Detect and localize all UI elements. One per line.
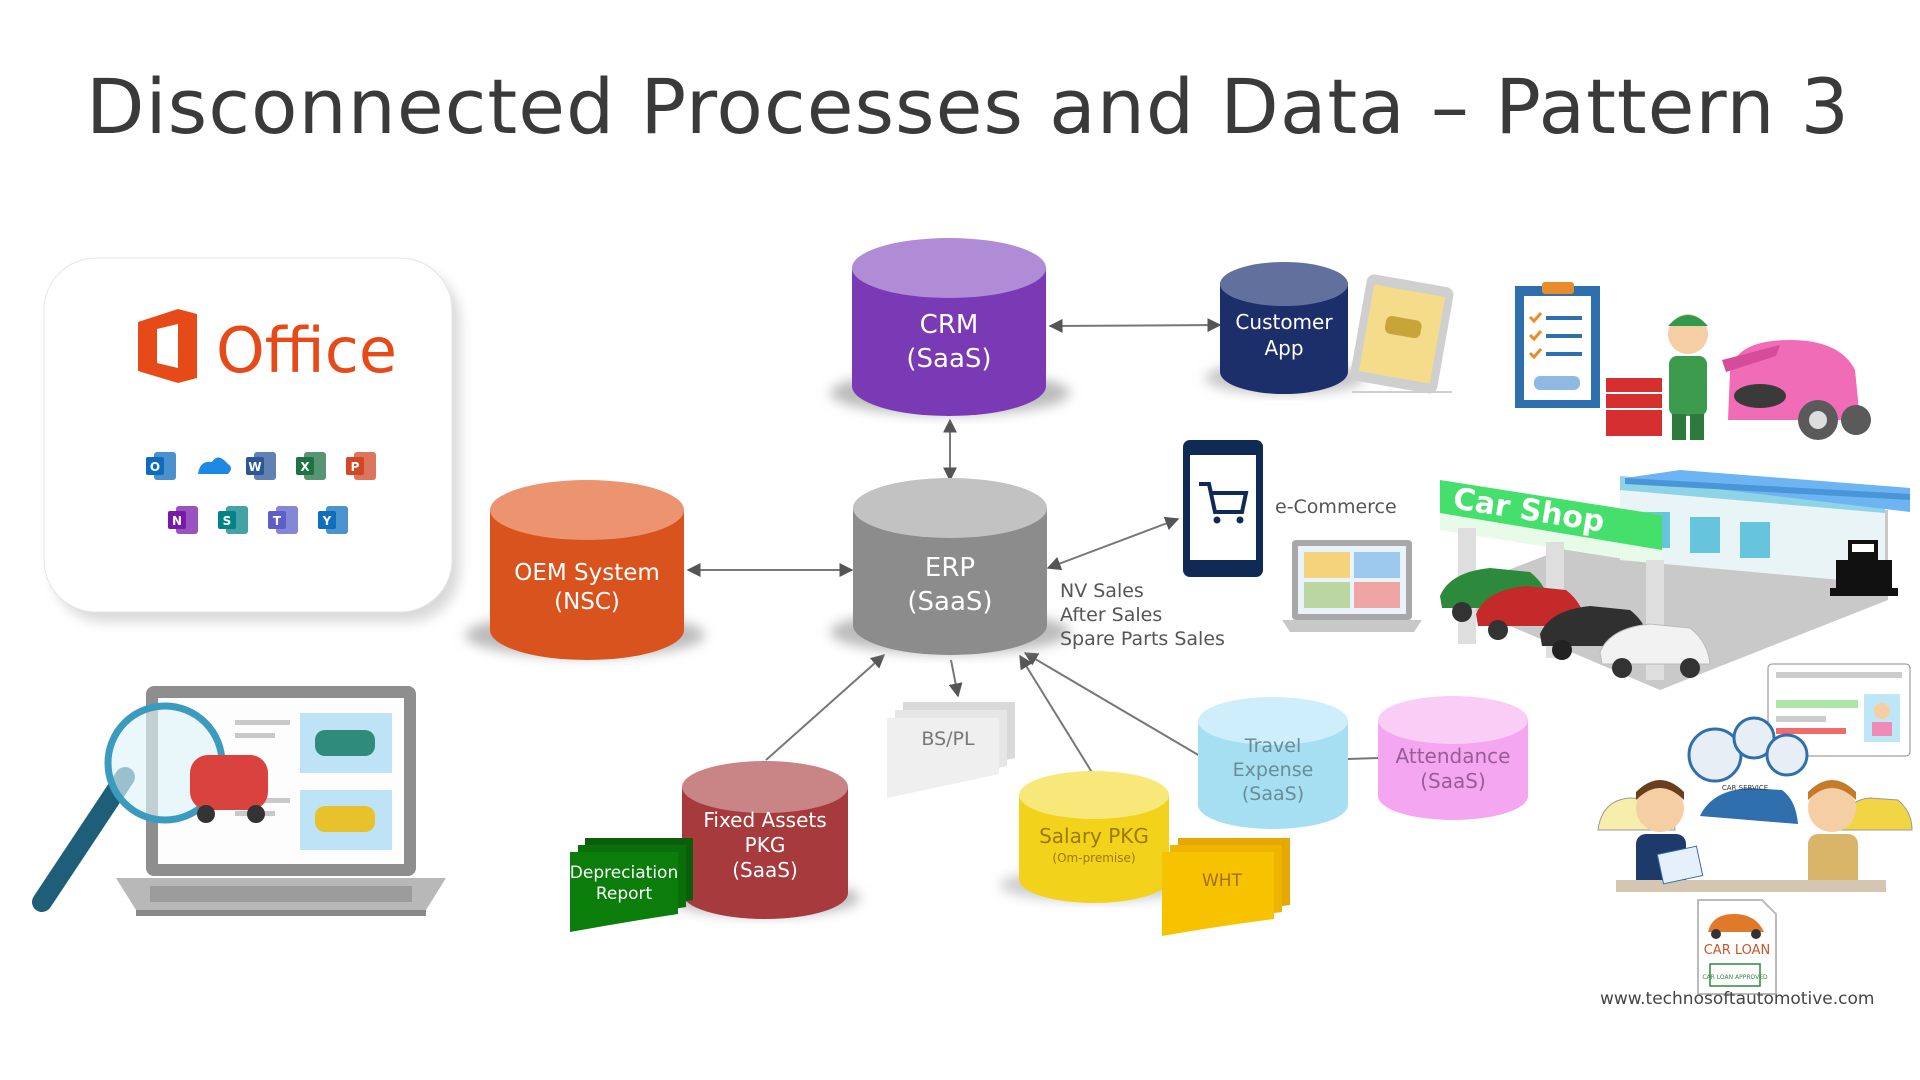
- magnifier-icon: [32, 702, 268, 912]
- travel-label: Travel: [1244, 735, 1301, 757]
- salary-cylinder: [1019, 795, 1169, 903]
- oem-sublabel: (NSC): [554, 589, 620, 615]
- customer-app-label: Customer: [1235, 310, 1333, 334]
- office-app-icons: O W X P N S T Y: [146, 452, 376, 534]
- salary-erp-connector: [1019, 654, 1094, 775]
- erp-bspl-connector: [948, 659, 963, 698]
- car-loan-document-icon: CAR LOAN CAR LOAN APPROVED: [1697, 899, 1777, 995]
- teams-icon: T: [268, 506, 298, 534]
- car-loan-label: CAR LOAN: [1704, 943, 1771, 958]
- after-sales-label: After Sales: [1060, 604, 1162, 626]
- sharepoint-icon-letter: S: [223, 514, 232, 528]
- office-card: Office O W X P N S T Y: [43, 257, 460, 622]
- erp-cylinder: [853, 508, 1047, 655]
- oem-node: OEM System (NSC): [465, 480, 705, 660]
- fixed-assets-node: Fixed Assets PKG (SaaS): [670, 761, 860, 919]
- onenote-icon: N: [168, 506, 198, 534]
- crm-customer-app-connector: [1048, 318, 1222, 333]
- depreciation-report-document: Depreciation Report: [570, 838, 693, 932]
- powerpoint-icon: P: [346, 452, 376, 480]
- license-card-illustration: [1767, 663, 1911, 757]
- parked-cars-icon: [1440, 568, 1711, 678]
- onenote-icon-letter: N: [172, 514, 182, 528]
- page-title: Disconnected Processes and Data – Patter…: [86, 62, 1851, 151]
- travel-cylinder: [1198, 721, 1348, 829]
- wht-label: WHT: [1202, 871, 1243, 891]
- yammer-icon: Y: [318, 506, 348, 534]
- bspl-document: BS/PL: [887, 702, 1015, 798]
- ecommerce-laptop-illustration: [1282, 540, 1422, 632]
- word-icon-letter: W: [248, 460, 261, 474]
- crm-sublabel: (SaaS): [906, 344, 991, 374]
- travel-erp-connector: [1023, 652, 1201, 757]
- crm-node: CRM (SaaS): [830, 238, 1070, 416]
- bspl-label: BS/PL: [921, 728, 975, 750]
- yammer-icon-letter: Y: [322, 514, 332, 528]
- dealer-customer-illustration: CAR SERVICE CAR LOAN CAR LOAN APPROVED: [1597, 716, 1913, 995]
- erp-ecommerce-connector: [1046, 516, 1180, 571]
- service-illustration: [1515, 282, 1871, 440]
- fixed-assets-label-2: PKG: [745, 833, 786, 857]
- fixed-assets-sublabel: (SaaS): [732, 858, 798, 882]
- nv-sales-label: NV Sales: [1060, 580, 1144, 602]
- powerpoint-icon-letter: P: [351, 460, 360, 474]
- pink-car-icon: [1722, 340, 1871, 440]
- onedrive-icon: [198, 457, 231, 474]
- ecommerce-label: e-Commerce: [1275, 496, 1397, 518]
- office-logo-icon: [138, 309, 197, 383]
- oem-cylinder: [490, 510, 684, 660]
- outlook-icon-letter: O: [150, 460, 160, 474]
- excel-icon: X: [296, 452, 326, 480]
- teams-icon-letter: T: [273, 514, 282, 528]
- depreciation-label-2: Report: [596, 884, 653, 904]
- tablet-illustration: [1350, 274, 1454, 394]
- depreciation-label: Depreciation: [570, 863, 678, 883]
- attendance-node: Attendance (SaaS): [1378, 696, 1528, 820]
- customer-person-icon: [1808, 780, 1858, 890]
- fixed-assets-erp-connector: [765, 654, 886, 761]
- oem-label: OEM System: [514, 560, 660, 586]
- crm-label: CRM: [920, 310, 979, 340]
- wht-document: WHT: [1162, 838, 1290, 936]
- travel-node: Travel Expense (SaaS): [1198, 697, 1348, 829]
- attendance-label: Attendance: [1396, 744, 1511, 768]
- cash-register-icon: [1830, 540, 1898, 596]
- attendance-cylinder: [1378, 720, 1528, 820]
- shopping-cart-phone-icon: [1183, 440, 1263, 577]
- mechanic-icon: [1668, 314, 1708, 440]
- erp-label: ERP: [925, 553, 975, 583]
- footer-url: www.technosoftautomotive.com: [1600, 989, 1875, 1009]
- office-logo-text: Office: [216, 314, 397, 387]
- car-service-badge-icon: CAR SERVICE: [1687, 716, 1809, 792]
- connectors: [686, 318, 1379, 775]
- salary-node: Salary PKG (Om-premise): [1000, 771, 1190, 903]
- salary-label: Salary PKG: [1039, 824, 1149, 848]
- laptop-search-illustration: [32, 686, 446, 916]
- word-icon: W: [246, 452, 276, 480]
- erp-sublabel: (SaaS): [907, 587, 992, 617]
- customer-app-cylinder: [1220, 284, 1348, 394]
- car-shop-sign: [1440, 480, 1662, 550]
- spare-parts-sales-label: Spare Parts Sales: [1060, 628, 1225, 650]
- car-service-label: CAR SERVICE: [1722, 784, 1768, 792]
- travel-label-2: Expense: [1233, 759, 1314, 781]
- attendance-sublabel: (SaaS): [1420, 769, 1486, 793]
- crm-cylinder: [852, 268, 1046, 416]
- customer-app-node: Customer App: [1205, 262, 1365, 394]
- outlook-icon: O: [146, 452, 176, 480]
- customer-app-sublabel: App: [1264, 336, 1303, 360]
- car-loan-stamp: CAR LOAN APPROVED: [1702, 974, 1768, 981]
- salary-sublabel: (Om-premise): [1052, 851, 1135, 865]
- travel-attendance-connector: [1347, 757, 1379, 760]
- car-shop-illustration: Car Shop: [1440, 470, 1910, 690]
- fixed-assets-label: Fixed Assets: [703, 808, 826, 832]
- fixed-assets-cylinder: [682, 787, 848, 919]
- travel-sublabel: (SaaS): [1242, 783, 1304, 805]
- sharepoint-icon: S: [218, 506, 248, 534]
- toolbox-icon: [1606, 378, 1662, 436]
- excel-icon-letter: X: [300, 460, 310, 474]
- erp-node: ERP (SaaS): [830, 478, 1070, 655]
